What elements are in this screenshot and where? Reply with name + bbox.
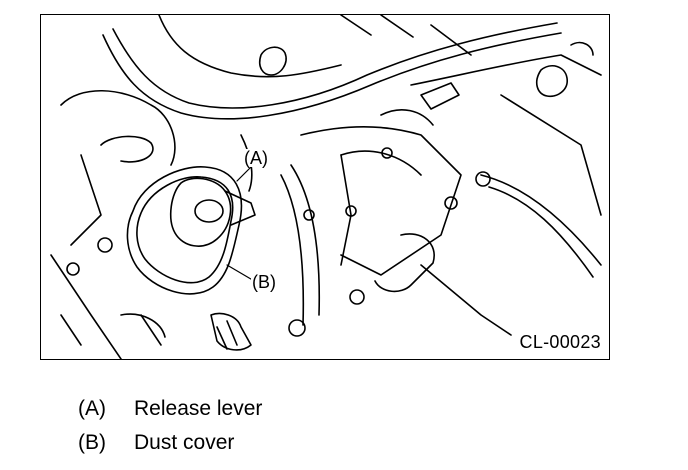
legend-row: (A) Release lever bbox=[78, 392, 262, 426]
transmission-illustration: (A) (B) CL-00023 bbox=[40, 14, 610, 360]
callout-a-label: (A) bbox=[243, 148, 269, 168]
figure-code: CL-00023 bbox=[519, 332, 601, 352]
callout-b-label: (B) bbox=[251, 272, 277, 292]
legend-key: (B) bbox=[78, 431, 106, 454]
legend: (A) Release lever (B) Dust cover bbox=[78, 392, 262, 460]
transmission-line-drawing bbox=[50, 15, 602, 359]
legend-text: Release lever bbox=[134, 397, 263, 420]
legend-row: (B) Dust cover bbox=[78, 426, 262, 460]
legend-text: Dust cover bbox=[134, 431, 235, 454]
legend-key: (A) bbox=[78, 397, 106, 420]
